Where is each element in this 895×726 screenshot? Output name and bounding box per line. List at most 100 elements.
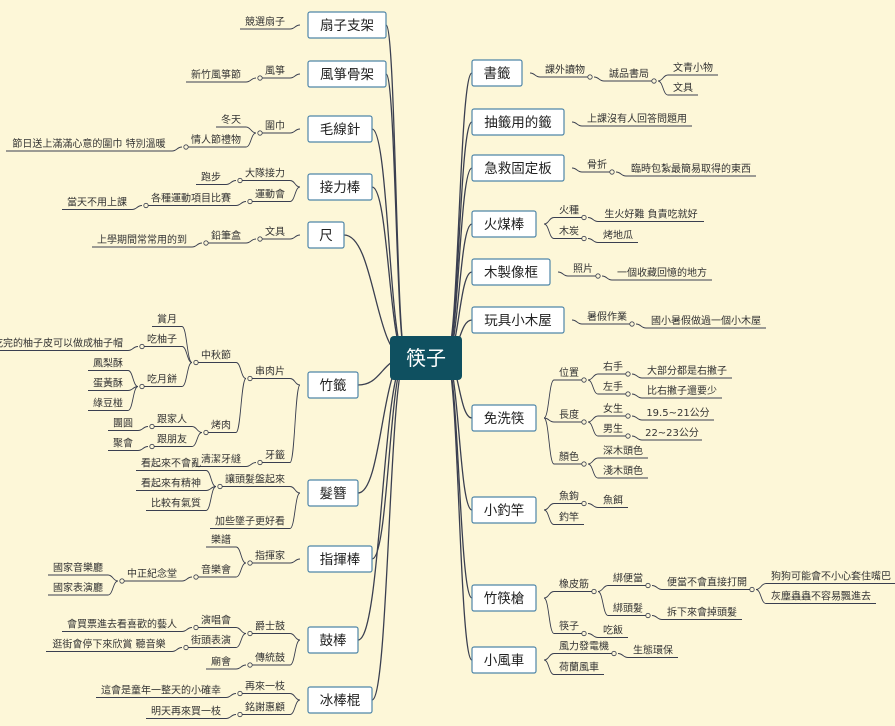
sub-topic[interactable]: 男生	[598, 422, 631, 439]
sub-topic[interactable]: 橡皮筋	[554, 578, 597, 595]
sub-topic[interactable]: 傳統鼓	[247, 651, 290, 668]
sub-topic[interactable]: 19.5~21公分	[642, 407, 714, 421]
branch-topic[interactable]: 玩具小木屋	[471, 306, 565, 334]
sub-topic[interactable]: 吃月餅	[139, 373, 182, 390]
sub-topic[interactable]: 國小暑假做過一個小木屋	[646, 314, 766, 329]
branch-topic[interactable]: 鼓棒	[307, 626, 359, 654]
collapse-toggle[interactable]	[193, 624, 199, 631]
collapse-toggle[interactable]	[193, 574, 199, 580]
sub-topic[interactable]: 逛街會停下來欣賞 聽音樂	[46, 638, 172, 652]
branch-topic[interactable]: 抽籤用的籤	[471, 108, 565, 136]
collapse-toggle[interactable]	[625, 433, 631, 439]
sub-topic[interactable]: 鉛筆盒	[203, 229, 246, 246]
collapse-toggle[interactable]	[591, 588, 597, 595]
sub-topic[interactable]: 吃柚子	[139, 333, 182, 350]
sub-topic[interactable]: 位置	[554, 366, 587, 383]
collapse-toggle[interactable]	[595, 273, 601, 279]
sub-topic[interactable]: 冬天	[216, 113, 246, 128]
sub-topic[interactable]: 木炭	[554, 226, 587, 242]
sub-topic[interactable]: 筷子	[554, 620, 587, 637]
collapse-toggle[interactable]	[629, 321, 635, 327]
sub-topic[interactable]: 國家表演廳	[48, 581, 108, 596]
sub-topic[interactable]: 綠豆椪	[88, 397, 128, 411]
sub-topic[interactable]: 綁頭髮	[608, 602, 651, 619]
collapse-toggle[interactable]	[609, 169, 615, 175]
collapse-toggle[interactable]	[581, 500, 587, 507]
branch-topic[interactable]: 扇子支架	[307, 11, 387, 39]
sub-topic[interactable]: 圍巾	[257, 119, 290, 136]
collapse-toggle[interactable]	[149, 423, 155, 430]
sub-topic[interactable]: 左手	[598, 380, 631, 397]
collapse-toggle[interactable]	[247, 375, 253, 382]
collapse-toggle[interactable]	[625, 391, 631, 397]
sub-topic[interactable]: 文具	[668, 81, 698, 96]
sub-topic[interactable]: 演唱會	[193, 614, 236, 631]
collapse-toggle[interactable]	[247, 198, 253, 205]
sub-topic[interactable]: 灰塵蟲蟲不容易飄進去	[766, 590, 876, 604]
sub-topic[interactable]: 長度	[554, 408, 587, 425]
sub-topic[interactable]: 這會是童年一整天的小確幸	[96, 684, 226, 698]
collapse-toggle[interactable]	[581, 235, 587, 242]
central-topic[interactable]: 筷子	[390, 336, 462, 380]
branch-topic[interactable]: 竹筷槍	[471, 584, 537, 612]
sub-topic[interactable]: 大部分都是右撇子	[642, 364, 732, 379]
collapse-toggle[interactable]	[247, 560, 253, 566]
sub-topic[interactable]: 情人節禮物	[183, 133, 246, 150]
collapse-toggle[interactable]	[193, 359, 199, 366]
sub-topic[interactable]: 課外讀物	[540, 63, 593, 80]
collapse-toggle[interactable]	[581, 630, 587, 637]
collapse-toggle[interactable]	[139, 383, 145, 390]
sub-topic[interactable]: 荷蘭風車	[554, 661, 604, 675]
sub-topic[interactable]: 看起來有精神	[136, 477, 206, 491]
sub-topic[interactable]: 上課沒有人回答問題用	[582, 112, 692, 127]
sub-topic[interactable]: 爵士鼓	[247, 620, 290, 637]
sub-topic[interactable]: 音樂會	[193, 563, 236, 580]
collapse-toggle[interactable]	[149, 443, 155, 450]
collapse-toggle[interactable]	[651, 78, 657, 84]
sub-topic[interactable]: 街頭表演	[183, 634, 236, 651]
sub-topic[interactable]: 比右撇子還要少	[642, 384, 722, 399]
collapse-toggle[interactable]	[257, 75, 263, 81]
branch-topic[interactable]: 小風車	[471, 646, 537, 674]
sub-topic[interactable]: 吃飯	[598, 624, 628, 638]
sub-topic[interactable]: 國家音樂廳	[48, 561, 108, 576]
branch-topic[interactable]: 書籤	[471, 59, 523, 87]
sub-topic[interactable]: 生火好難 負責吃就好	[598, 208, 704, 222]
branch-topic[interactable]: 木製像框	[471, 258, 551, 286]
sub-topic[interactable]: 運動會	[247, 188, 290, 205]
sub-topic[interactable]: 便當不會直接打開	[662, 576, 755, 593]
sub-topic[interactable]: 加些墜子更好看	[210, 515, 290, 529]
collapse-toggle[interactable]	[581, 377, 587, 383]
sub-topic[interactable]: 顏色	[554, 450, 587, 467]
collapse-toggle[interactable]	[749, 586, 755, 593]
collapse-toggle[interactable]	[237, 177, 243, 184]
branch-topic[interactable]: 風箏骨架	[307, 60, 387, 88]
sub-topic[interactable]: 22~23公分	[642, 427, 702, 441]
sub-topic[interactable]: 女生	[598, 402, 631, 419]
collapse-toggle[interactable]	[119, 578, 125, 584]
sub-topic[interactable]: 會買票進去看喜歡的藝人	[62, 618, 182, 632]
collapse-toggle[interactable]	[625, 413, 631, 419]
collapse-toggle[interactable]	[237, 690, 243, 697]
sub-topic[interactable]: 節日送上滿滿心意的圍巾 特別溫暖	[6, 137, 172, 152]
sub-topic[interactable]: 明天再來買一枝	[146, 705, 226, 719]
sub-topic[interactable]: 清潔牙縫	[196, 453, 246, 467]
sub-topic[interactable]: 團圓	[108, 418, 138, 431]
sub-topic[interactable]: 魚鉤	[554, 490, 587, 507]
collapse-toggle[interactable]	[203, 429, 209, 436]
sub-topic[interactable]: 樂譜	[206, 533, 236, 548]
branch-topic[interactable]: 指揮棒	[307, 545, 373, 573]
branch-topic[interactable]: 冰棒棍	[307, 686, 373, 714]
collapse-toggle[interactable]	[581, 419, 587, 425]
sub-topic[interactable]: 吃完的柚子皮可以做成柚子帽	[0, 337, 128, 351]
sub-topic[interactable]: 一個收藏回憶的地方	[612, 266, 712, 281]
sub-topic[interactable]: 大隊接力	[237, 167, 290, 184]
sub-topic[interactable]: 烤肉	[203, 419, 236, 436]
sub-topic[interactable]: 烤地瓜	[598, 229, 638, 243]
sub-topic[interactable]: 銘謝惠顧	[237, 701, 290, 718]
sub-topic[interactable]: 賞月	[152, 313, 182, 327]
branch-topic[interactable]: 急救固定板	[471, 154, 565, 182]
sub-topic[interactable]: 跟家人	[149, 413, 192, 430]
sub-topic[interactable]: 跑步	[196, 171, 226, 185]
sub-topic[interactable]: 各種運動項目比賽	[143, 192, 236, 209]
